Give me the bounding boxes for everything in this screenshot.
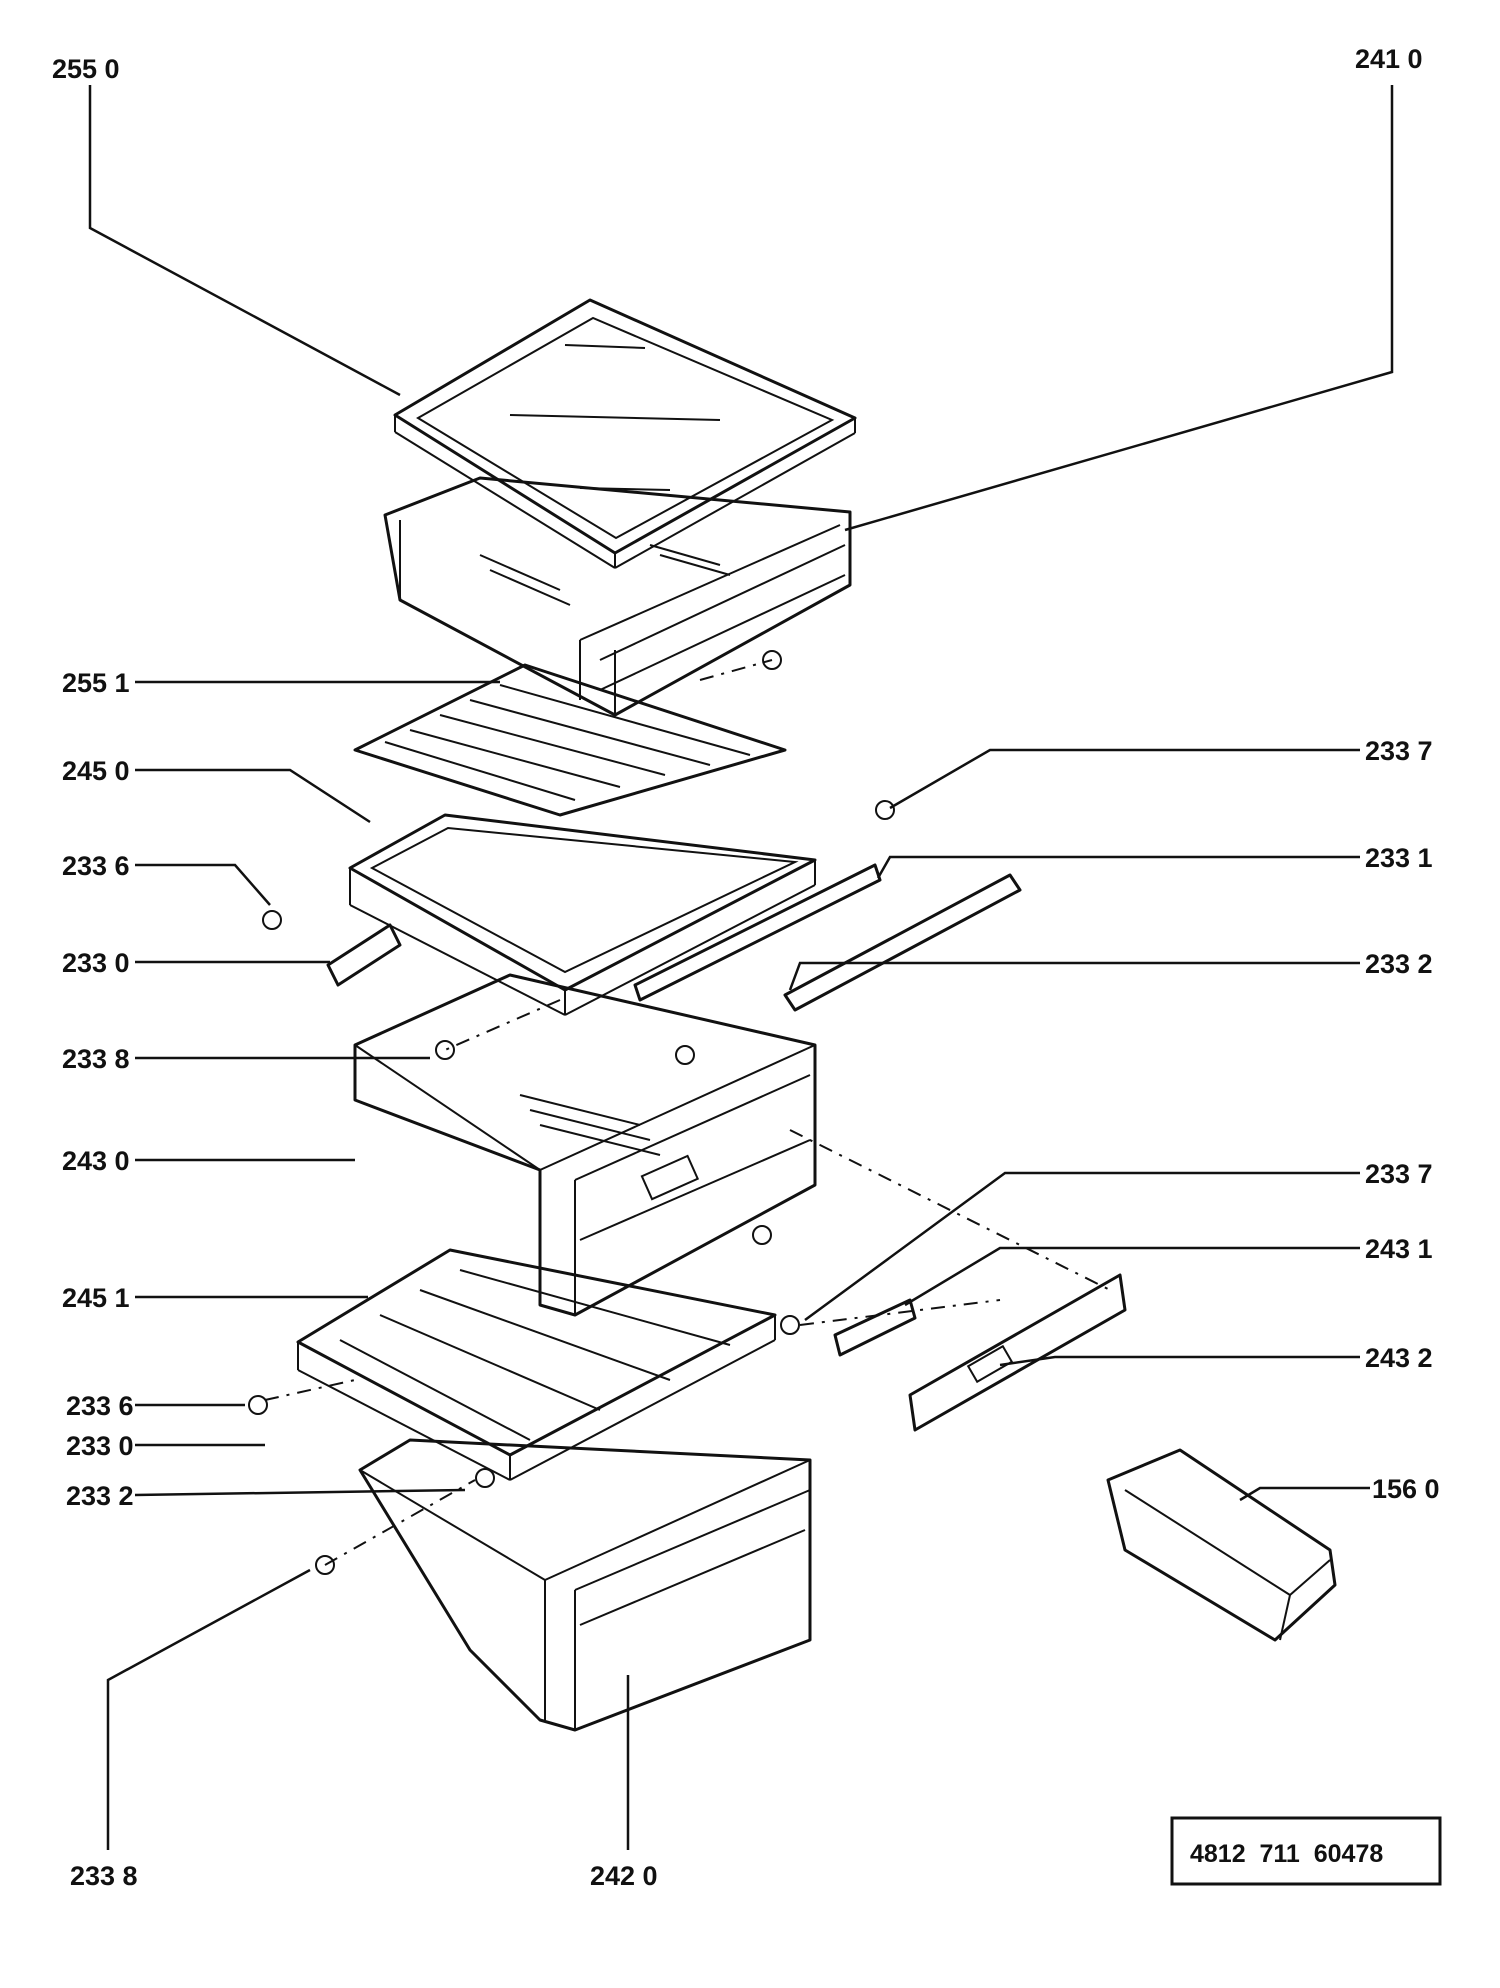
rails-part <box>326 863 1022 1012</box>
callout-233-7-upper: 233 7 <box>1365 736 1433 766</box>
upper-drawer-part <box>383 476 852 717</box>
callout-233-7-lower: 233 7 <box>1365 1159 1433 1189</box>
callout-233-6-lower: 233 6 <box>66 1391 134 1421</box>
callout-245-1: 245 1 <box>62 1283 130 1313</box>
frame-part <box>348 813 817 1016</box>
container-part <box>1106 1448 1337 1642</box>
callout-233-8-upper: 233 8 <box>62 1044 130 1074</box>
grid-shelf-part <box>296 1248 777 1481</box>
callout-255-0: 255 0 <box>52 54 120 84</box>
document-number-box <box>1170 1816 1442 1886</box>
callout-243-0: 243 0 <box>62 1146 130 1176</box>
document-number: 4812 711 60478 <box>1190 1840 1383 1868</box>
leader-lines <box>88 85 1394 1850</box>
bottom-drawer-part <box>358 1438 812 1732</box>
callout-243-1: 243 1 <box>1365 1234 1433 1264</box>
assembly-lines <box>264 659 1111 1566</box>
callout-233-2-lower: 233 2 <box>66 1481 134 1511</box>
callout-233-2-upper: 233 2 <box>1365 949 1433 979</box>
bracket-part <box>833 1298 917 1357</box>
callout-255-1: 255 1 <box>62 668 130 698</box>
callout-233-6-upper: 233 6 <box>62 851 130 881</box>
callout-242-0: 242 0 <box>590 1861 658 1891</box>
callout-233-0-lower: 233 0 <box>66 1431 134 1461</box>
glass-shelf-part <box>393 298 857 569</box>
middle-drawer-part <box>353 973 817 1317</box>
callout-233-8-lower: 233 8 <box>70 1861 138 1891</box>
callout-233-1: 233 1 <box>1365 843 1433 873</box>
fasteners <box>248 650 895 1575</box>
callout-233-0-upper: 233 0 <box>62 948 130 978</box>
grille-plate-part <box>353 663 787 817</box>
callout-156-0: 156 0 <box>1372 1474 1440 1504</box>
callout-245-0: 245 0 <box>62 756 130 786</box>
callout-241-0: 241 0 <box>1355 44 1423 74</box>
callout-243-2: 243 2 <box>1365 1343 1433 1373</box>
decor-panel-part <box>908 1273 1127 1432</box>
